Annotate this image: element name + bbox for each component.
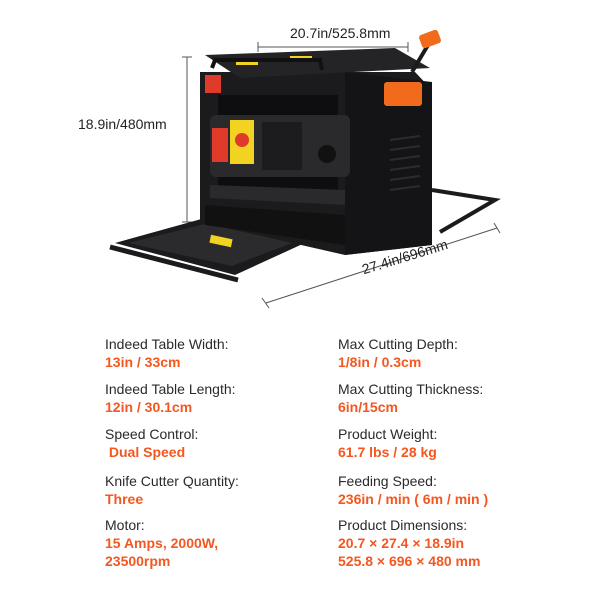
spec-product-dimensions: Product Dimensions: 20.7 × 27.4 × 18.9in… bbox=[338, 516, 588, 570]
spec-label: Indeed Table Width: bbox=[105, 336, 229, 352]
spec-value: 20.7 × 27.4 × 18.9in bbox=[338, 535, 465, 551]
spec-value: 6in/15cm bbox=[338, 399, 398, 415]
spec-value: Dual Speed bbox=[105, 444, 186, 460]
spec-value: 12in / 30.1cm bbox=[105, 399, 193, 415]
spec-product-weight: Product Weight: 61.7 lbs / 28 kg bbox=[338, 425, 588, 461]
spec-value: 1/8in / 0.3cm bbox=[338, 354, 422, 370]
spec-knife-cutter-quantity: Knife Cutter Quantity: Three bbox=[105, 472, 355, 508]
machine-body bbox=[200, 48, 432, 255]
orange-handles bbox=[205, 29, 441, 106]
spec-label: Max Cutting Thickness: bbox=[338, 381, 484, 397]
spec-label: Product Weight: bbox=[338, 426, 438, 442]
spec-value: 13in / 33cm bbox=[105, 354, 181, 370]
thickness-planer-illustration bbox=[109, 29, 501, 309]
spec-table-width: Indeed Table Width: 13in / 33cm bbox=[105, 335, 355, 371]
spec-label: Knife Cutter Quantity: bbox=[105, 473, 239, 489]
spec-label: Indeed Table Length: bbox=[105, 381, 236, 397]
spec-max-cutting-thickness: Max Cutting Thickness: 6in/15cm bbox=[338, 380, 588, 416]
spec-label: Max Cutting Depth: bbox=[338, 336, 458, 352]
spec-max-cutting-depth: Max Cutting Depth: 1/8in / 0.3cm bbox=[338, 335, 588, 371]
height-dimension-label: 18.9in/480mm bbox=[78, 116, 167, 132]
spec-value: 61.7 lbs / 28 kg bbox=[338, 444, 437, 460]
outfeed-table-rails bbox=[431, 188, 501, 234]
spec-speed-control: Speed Control: Dual Speed bbox=[105, 425, 355, 461]
spec-label: Motor: bbox=[105, 517, 145, 533]
spec-value: 15 Amps, 2000W, bbox=[105, 535, 219, 551]
spec-label: Product Dimensions: bbox=[338, 517, 468, 533]
width-dimension-label: 20.7in/525.8mm bbox=[290, 25, 391, 41]
spec-value-line2: 525.8 × 696 × 480 mm bbox=[338, 553, 481, 569]
spec-table-length: Indeed Table Length: 12in / 30.1cm bbox=[105, 380, 355, 416]
spec-label: Speed Control: bbox=[105, 426, 199, 442]
spec-value-line2: 23500rpm bbox=[105, 553, 171, 569]
spec-feeding-speed: Feeding Speed: 236in / min ( 6m / min ) bbox=[338, 472, 588, 508]
spec-motor: Motor: 15 Amps, 2000W, 23500rpm bbox=[105, 516, 355, 570]
spec-label: Feeding Speed: bbox=[338, 473, 437, 489]
dimension-lines bbox=[182, 42, 501, 309]
spec-value: 236in / min ( 6m / min ) bbox=[338, 491, 489, 507]
spec-value: Three bbox=[105, 491, 144, 507]
